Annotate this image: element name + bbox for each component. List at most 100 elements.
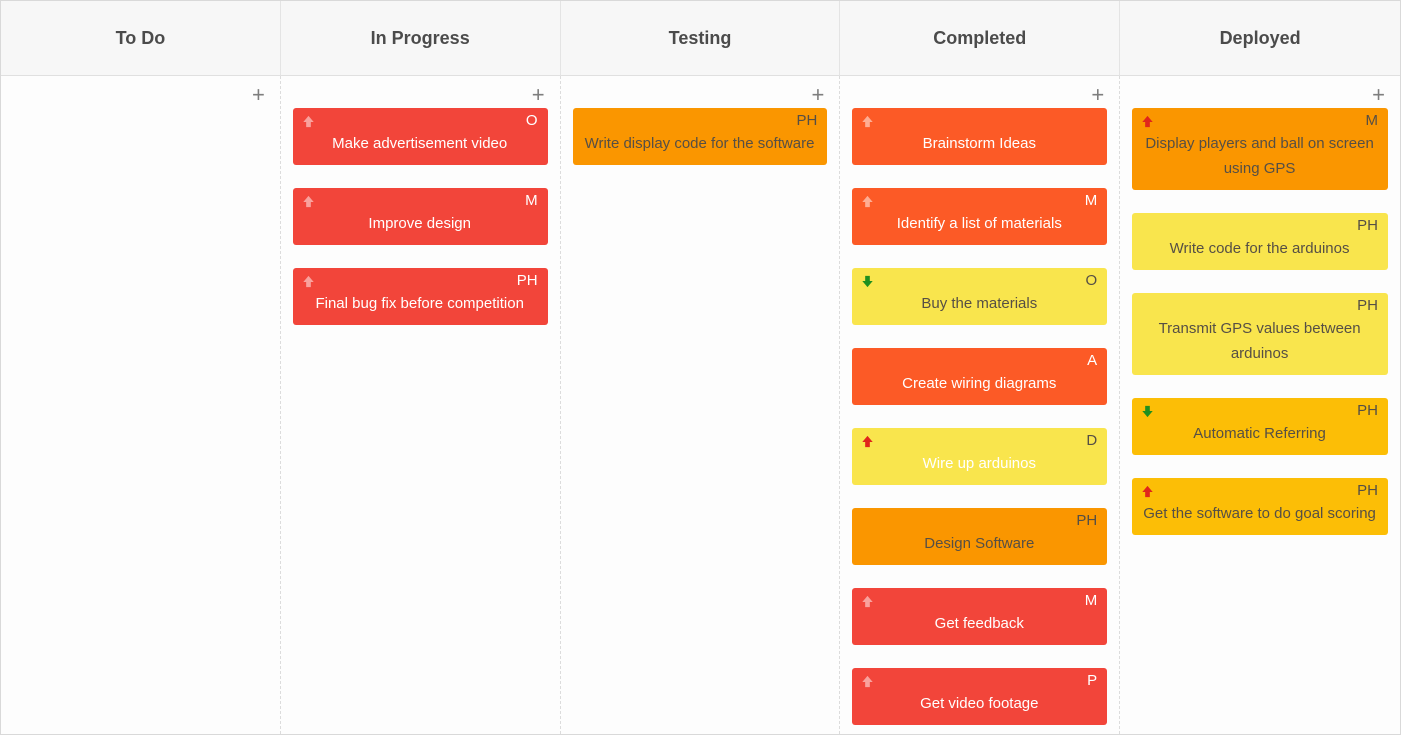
column-title: In Progress (370, 27, 470, 48)
card-title: Write code for the arduinos (1169, 240, 1350, 257)
column-header: Testing (560, 1, 841, 76)
card[interactable]: PH Automatic Referring (1132, 398, 1388, 455)
card[interactable]: PH Final bug fix before competition (292, 268, 548, 325)
card-top-row: M (861, 192, 1098, 211)
column-add-row: + (1120, 76, 1400, 108)
card-top-row: M (861, 592, 1098, 611)
card-list: PH Write display code for the software (561, 108, 840, 734)
card-title: Get the software to do goal scoring (1143, 505, 1376, 522)
add-card-button[interactable]: + (251, 82, 265, 107)
card[interactable]: O Buy the materials (852, 268, 1108, 325)
card[interactable]: M Identify a list of materials (852, 188, 1108, 245)
card[interactable]: PH Transmit GPS values between arduinos (1132, 293, 1388, 375)
column-completed: Completed + Brainstorm Ideas M Identify … (840, 1, 1121, 734)
card-title: Design Software (924, 535, 1035, 552)
column-body: + M Display players and ball on screen u… (1120, 76, 1400, 734)
card-title: Improve design (368, 215, 471, 232)
card[interactable]: Brainstorm Ideas (852, 108, 1108, 165)
column-title: Completed (933, 27, 1027, 48)
add-card-button[interactable]: + (1091, 82, 1105, 107)
card-title: Make advertisement video (332, 135, 508, 152)
card-initials: PH (1357, 217, 1378, 234)
card-initials: M (525, 192, 538, 209)
card-title: Wire up arduinos (922, 455, 1036, 472)
card[interactable]: P Get video footage (852, 668, 1108, 725)
card-initials: PH (1357, 297, 1378, 314)
card-initials: O (1085, 272, 1098, 289)
card-list: Brainstorm Ideas M Identify a list of ma… (840, 108, 1119, 734)
card-top-row: A (861, 352, 1098, 371)
card-top-row: PH (582, 112, 818, 131)
card-title: Transmit GPS values between arduinos (1158, 320, 1361, 362)
card[interactable]: M Display players and ball on screen usi… (1132, 108, 1388, 190)
card-initials: PH (1076, 512, 1098, 529)
card-list (1, 108, 280, 734)
card[interactable]: PH Design Software (852, 508, 1108, 565)
add-card-button[interactable]: + (811, 82, 825, 107)
arrow-up-icon (862, 675, 874, 688)
card-initials: P (1087, 672, 1098, 689)
column-header: Completed (840, 1, 1121, 76)
card-initials: M (1084, 192, 1098, 209)
arrow-up-icon (303, 275, 314, 288)
card-top-row: PH (1141, 402, 1378, 421)
card-title: Buy the materials (921, 295, 1038, 312)
card-initials: PH (1357, 482, 1378, 499)
column-testing: Testing + PH Write display code for the … (560, 1, 841, 734)
card[interactable]: PH Get the software to do goal scoring (1132, 478, 1388, 535)
card-top-row: M (1141, 112, 1378, 131)
card[interactable]: PH Write display code for the software (572, 108, 828, 165)
column-in-progress: In Progress + O Make advertisement video… (280, 1, 561, 734)
column-add-row: + (561, 76, 840, 108)
card-initials: M (1365, 112, 1378, 129)
card-title: Create wiring diagrams (902, 375, 1057, 392)
card-title: Display players and ball on screen using… (1145, 135, 1374, 177)
column-add-row: + (840, 76, 1119, 108)
card-title: Automatic Referring (1193, 425, 1326, 442)
card-title: Get video footage (920, 695, 1039, 712)
arrow-up-icon (1142, 115, 1153, 128)
column-add-row: + (1, 76, 280, 108)
column-body: + O Make advertisement video M Improve d… (281, 76, 561, 734)
card-initials: O (525, 112, 538, 129)
card-top-row: M (302, 192, 538, 211)
card[interactable]: D Wire up arduinos (852, 428, 1108, 485)
card-top-row: P (861, 672, 1098, 691)
card[interactable]: M Improve design (292, 188, 548, 245)
arrow-up-icon (862, 195, 874, 208)
card-initials: M (1084, 592, 1098, 609)
add-card-button[interactable]: + (531, 82, 545, 107)
card-top-row: PH (861, 512, 1098, 531)
card-top-row: PH (1141, 297, 1378, 316)
card-top-row (861, 115, 1097, 131)
column-body: + (1, 76, 281, 734)
card-title: Brainstorm Ideas (922, 135, 1036, 152)
card-top-row: O (861, 272, 1098, 291)
column-header: To Do (1, 1, 281, 76)
card[interactable]: A Create wiring diagrams (852, 348, 1108, 405)
card-initials: PH (1357, 402, 1378, 419)
column-body: + Brainstorm Ideas M Identify a list of … (840, 76, 1121, 734)
card-initials: D (1086, 432, 1098, 449)
card-initials: PH (796, 112, 818, 129)
arrow-up-icon (862, 595, 874, 608)
arrow-up-icon (862, 435, 874, 448)
column-deployed: Deployed + M Display players and ball on… (1120, 1, 1400, 734)
add-card-button[interactable]: + (1372, 82, 1385, 107)
card-initials: A (1087, 352, 1098, 369)
card[interactable]: O Make advertisement video (292, 108, 548, 165)
arrow-up-icon (862, 115, 874, 128)
card-title: Identify a list of materials (896, 215, 1062, 232)
card-initials: PH (516, 272, 538, 289)
arrow-up-icon (303, 195, 314, 208)
card[interactable]: M Get feedback (852, 588, 1108, 645)
card-top-row: O (302, 112, 538, 131)
arrow-up-icon (1142, 485, 1153, 498)
card-title: Get feedback (934, 615, 1024, 632)
card-top-row: PH (1141, 482, 1378, 501)
card[interactable]: PH Write code for the arduinos (1132, 213, 1388, 270)
column-title: To Do (115, 27, 166, 48)
column-body: + PH Write display code for the software (561, 76, 841, 734)
arrow-up-icon (303, 115, 314, 128)
